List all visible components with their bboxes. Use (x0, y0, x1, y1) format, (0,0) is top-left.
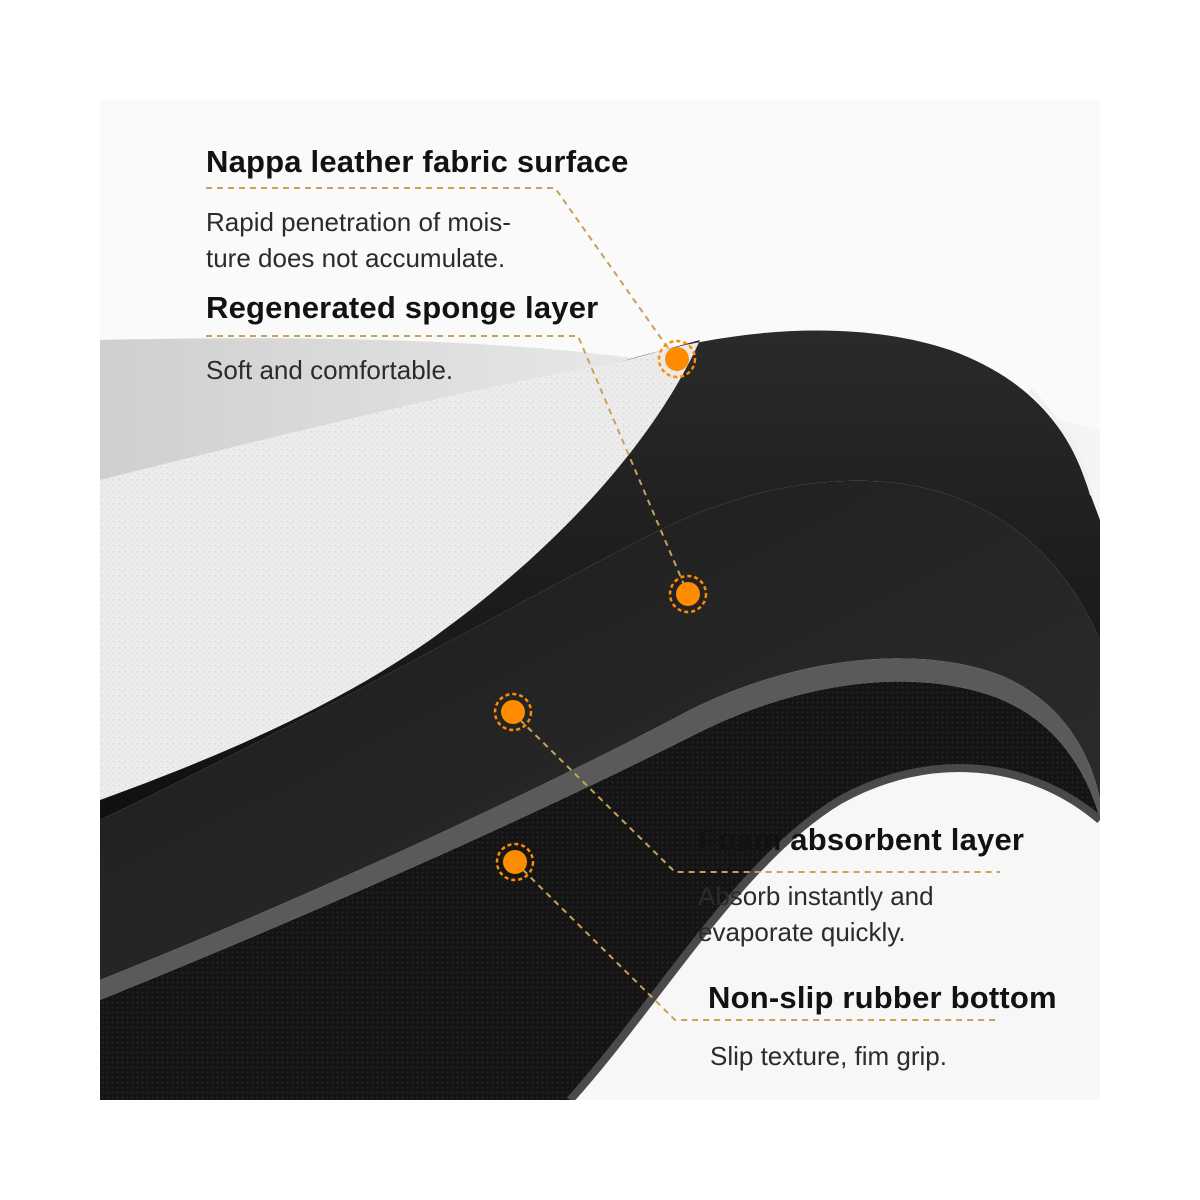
rubber-bottom-title: Non-slip rubber bottom (708, 980, 1057, 1015)
marker-foam (493, 692, 533, 732)
leader-line-foam (511, 711, 1000, 873)
mat-cross-section (100, 100, 1100, 1100)
leader-line-nappa (206, 187, 676, 359)
leader-lines (206, 187, 1000, 1021)
nappa-leather-description: Rapid penetration of mois- ture does not… (206, 207, 511, 273)
leader-line-sponge (206, 335, 689, 595)
bottom-right-white (570, 767, 1100, 1100)
edge-highlight (1028, 388, 1094, 496)
sponge-layer-description: Soft and comfortable. (206, 355, 454, 385)
rubber-edge (100, 658, 1100, 1000)
sponge-layer-title: Regenerated sponge layer (206, 290, 599, 325)
rubber-bottom-description: Slip texture, fim grip. (710, 1041, 947, 1071)
leather-layer-shape (100, 330, 1100, 820)
nappa-leather-title: Nappa leather fabric surface (206, 144, 629, 179)
foam-layer-title: Foam absorbent layer (698, 822, 1025, 857)
background-sweep (100, 100, 1100, 440)
bottom-right-rubber-rim (567, 764, 1100, 1100)
foam-layer-description: Absorb instantly and evaporate quickly. (698, 881, 934, 947)
marker-rubber (495, 842, 535, 882)
sponge-layer-shape (100, 340, 700, 800)
product-illustration: Nappa leather fabric surface Rapid penet… (100, 100, 1100, 1100)
marker-nappa (657, 339, 697, 379)
leader-line-rubber (514, 861, 1000, 1021)
marker-sponge (668, 574, 708, 614)
layer-markers (493, 339, 708, 882)
foam-layer-shape (100, 480, 1100, 980)
